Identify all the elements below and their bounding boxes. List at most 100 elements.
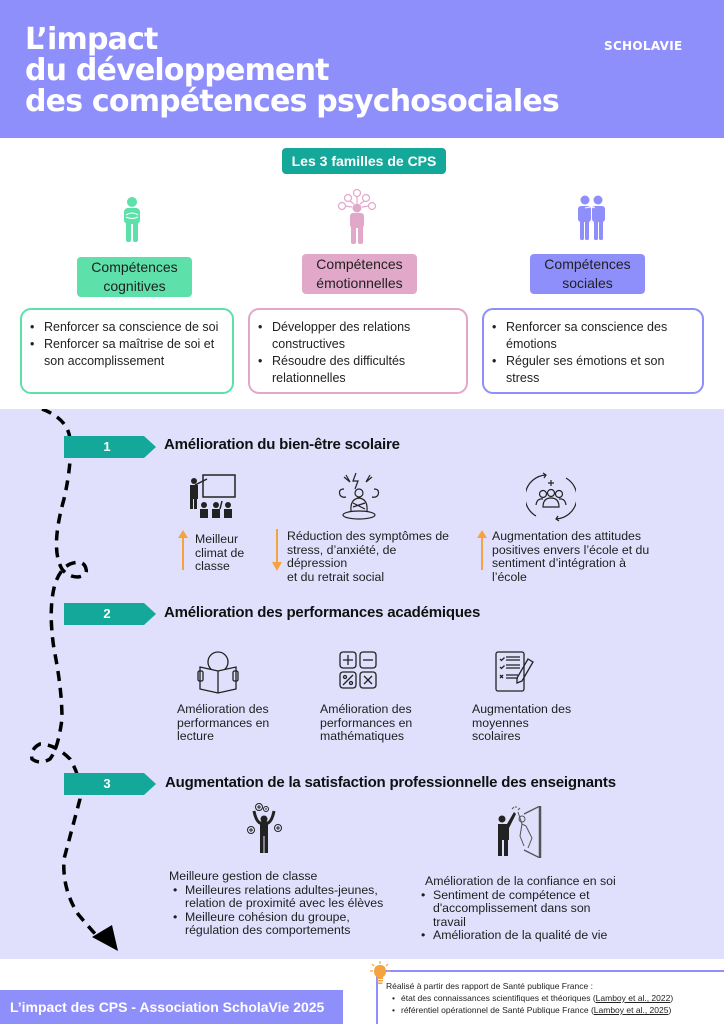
text-line: Amélioration des (177, 702, 269, 716)
text-line: lecture (177, 729, 214, 743)
title-line: des compétences psychosociales (25, 84, 560, 119)
text-line: dépression (287, 556, 348, 570)
text-line: moyennes (472, 715, 529, 730)
impact-item-text: Augmentation des moyennes scolaires (472, 702, 572, 744)
impact-item-heading: Meilleure gestion de classe (169, 869, 318, 883)
impact-item-text: Meilleure gestion de classe Meilleures r… (169, 869, 384, 938)
source-text: état des connaissances scientifiques et … (401, 993, 596, 1003)
impact-item-text: Amélioration des performances en lecture (177, 702, 269, 744)
source-reference-link[interactable]: Lamboy et al., 2025 (593, 1005, 669, 1015)
text-line: Meilleure cohésion du groupe, (185, 909, 350, 924)
source-text: ) (670, 993, 674, 1003)
family-bullet: Réguler ses émotions et son stress (492, 353, 692, 387)
step-title: Amélioration des performances académique… (164, 604, 481, 621)
text-line: d'accomplissement dans son (433, 901, 591, 915)
sources-box (376, 970, 724, 1024)
text-line: et du retrait social (287, 569, 385, 584)
family-bullet: Renforcer sa conscience des émotions (492, 319, 692, 353)
impact-bullet: Meilleure cohésion du groupe,régulation … (173, 909, 383, 938)
family-bullet: Renforcer sa maîtrise de soi et son acco… (30, 336, 222, 370)
sources-intro: Réalisé à partir des rapport de Santé pu… (386, 981, 593, 991)
family-bullet: Renforcer sa conscience de soi (30, 319, 222, 336)
text-line: Augmentation des (472, 702, 572, 716)
step-number: 3 (103, 776, 111, 791)
text-line: Meilleur (195, 532, 239, 546)
impact-bullet: Amélioration de la qualité de vie (421, 928, 616, 943)
impact-bullet: Meilleures relations adultes-jeunes,rela… (173, 882, 384, 911)
mirror-high-five-icon (498, 806, 542, 858)
step-tag-shape (64, 603, 156, 625)
impact-bullet: Sentiment de compétence etd'accomplissem… (421, 887, 616, 930)
step-tag-3: 3 (64, 773, 156, 795)
step-tag-shape (64, 773, 156, 795)
person-reading-icon (197, 651, 239, 694)
family-label-line: Compétences (91, 259, 178, 275)
step-title: Amélioration du bien-être scolaire (164, 436, 400, 453)
sources-text: Réalisé à partir des rapport de Santé pu… (386, 980, 673, 1016)
text-line: Meilleures relations adultes-jeunes, (185, 882, 378, 897)
arrow-up-icon (477, 530, 487, 570)
text-line: Amélioration de la qualité de vie (433, 928, 608, 942)
person-juggling-icon (247, 803, 282, 853)
step-number: 2 (103, 606, 111, 621)
text-line: Augmentation des attitudes (492, 529, 642, 543)
family-label-cognitive: Compétences cognitives (77, 257, 192, 297)
text-line: climat de (195, 545, 245, 560)
impact-item-text: Meilleur climat de classe (195, 532, 245, 574)
impact-item-heading: Amélioration de la confiance en soi (425, 874, 616, 888)
text-line: Réduction des symptômes de (287, 529, 449, 543)
lightbulb-icon (370, 961, 390, 984)
text-line: sentiment d’intégration à (492, 556, 626, 570)
source-reference-link[interactable]: Lamboy et al., 2022 (595, 993, 671, 1003)
person-arms-crossed-icon (124, 197, 140, 242)
text-line: performances en (320, 715, 413, 730)
text-line: mathématiques (320, 729, 405, 743)
family-bullet: Développer des relations constructives (258, 319, 456, 353)
stress-person-icon (338, 472, 380, 520)
source-text: ) (668, 1005, 672, 1015)
step-tag-shape (64, 436, 156, 458)
title-line: L’impact (25, 22, 158, 57)
text-line: travail (433, 914, 466, 929)
family-label-line: cognitives (103, 278, 166, 294)
family-label-social: Compétences sociales (530, 254, 645, 294)
step-tag-2: 2 (64, 603, 156, 625)
impact-item-text: Augmentation des attitudes positives env… (492, 529, 649, 584)
brand-logo: SCHOLAVIE (604, 39, 683, 53)
text-line: classe (195, 559, 230, 573)
source-item: état des connaissances scientifiques et … (392, 992, 673, 1004)
impact-item-text: Amélioration de la confiance en soi Sent… (421, 874, 616, 943)
family-box-social: Renforcer sa conscience des émotions Rég… (482, 308, 704, 394)
family-box-cognitive: Renforcer sa conscience de soi Renforcer… (20, 308, 234, 394)
family-label-line: émotionnelles (316, 275, 403, 291)
family-bullet: Résoudre des difficultés relationnelles (258, 353, 456, 387)
family-label-line: Compétences (544, 256, 631, 272)
text-line: scolaires (472, 729, 521, 743)
text-line: l’école (492, 569, 527, 584)
family-label-line: sociales (562, 275, 613, 291)
person-emotions-icon (337, 189, 377, 244)
source-text: référentiel opérationnel de Santé Publiq… (401, 1005, 594, 1015)
text-line: relation de proximité avec les élèves (185, 896, 384, 910)
math-operators-icon (339, 651, 377, 689)
impact-item-text: Amélioration des performances en mathéma… (320, 702, 413, 744)
families-badge: Les 3 familles de CPS (282, 148, 446, 174)
text-line: régulation des comportements (185, 923, 351, 937)
impact-item-text: Réduction des symptômes de stress, d’anx… (287, 529, 449, 584)
dashed-path-arrow-icon (29, 409, 118, 951)
arrow-down-icon (272, 529, 282, 571)
title-line: du développement (25, 53, 330, 88)
footer-label: L’impact des CPS - Association ScholaVie… (0, 990, 343, 1024)
family-box-emotional: Développer des relations constructives R… (248, 308, 468, 394)
step-tag-1: 1 (64, 436, 156, 458)
header-banner: L’impact du développement des compétence… (0, 0, 724, 138)
page-title: L’impact du développement des compétence… (25, 22, 560, 119)
text-line: Sentiment de compétence et (433, 887, 590, 902)
step-number: 1 (103, 439, 111, 454)
text-line: stress, d’anxiété, de (287, 542, 397, 557)
checklist-pencil-icon (495, 651, 534, 692)
arrow-up-icon (178, 530, 188, 570)
text-line: Amélioration des (320, 702, 412, 716)
group-cycle-icon (526, 472, 576, 522)
